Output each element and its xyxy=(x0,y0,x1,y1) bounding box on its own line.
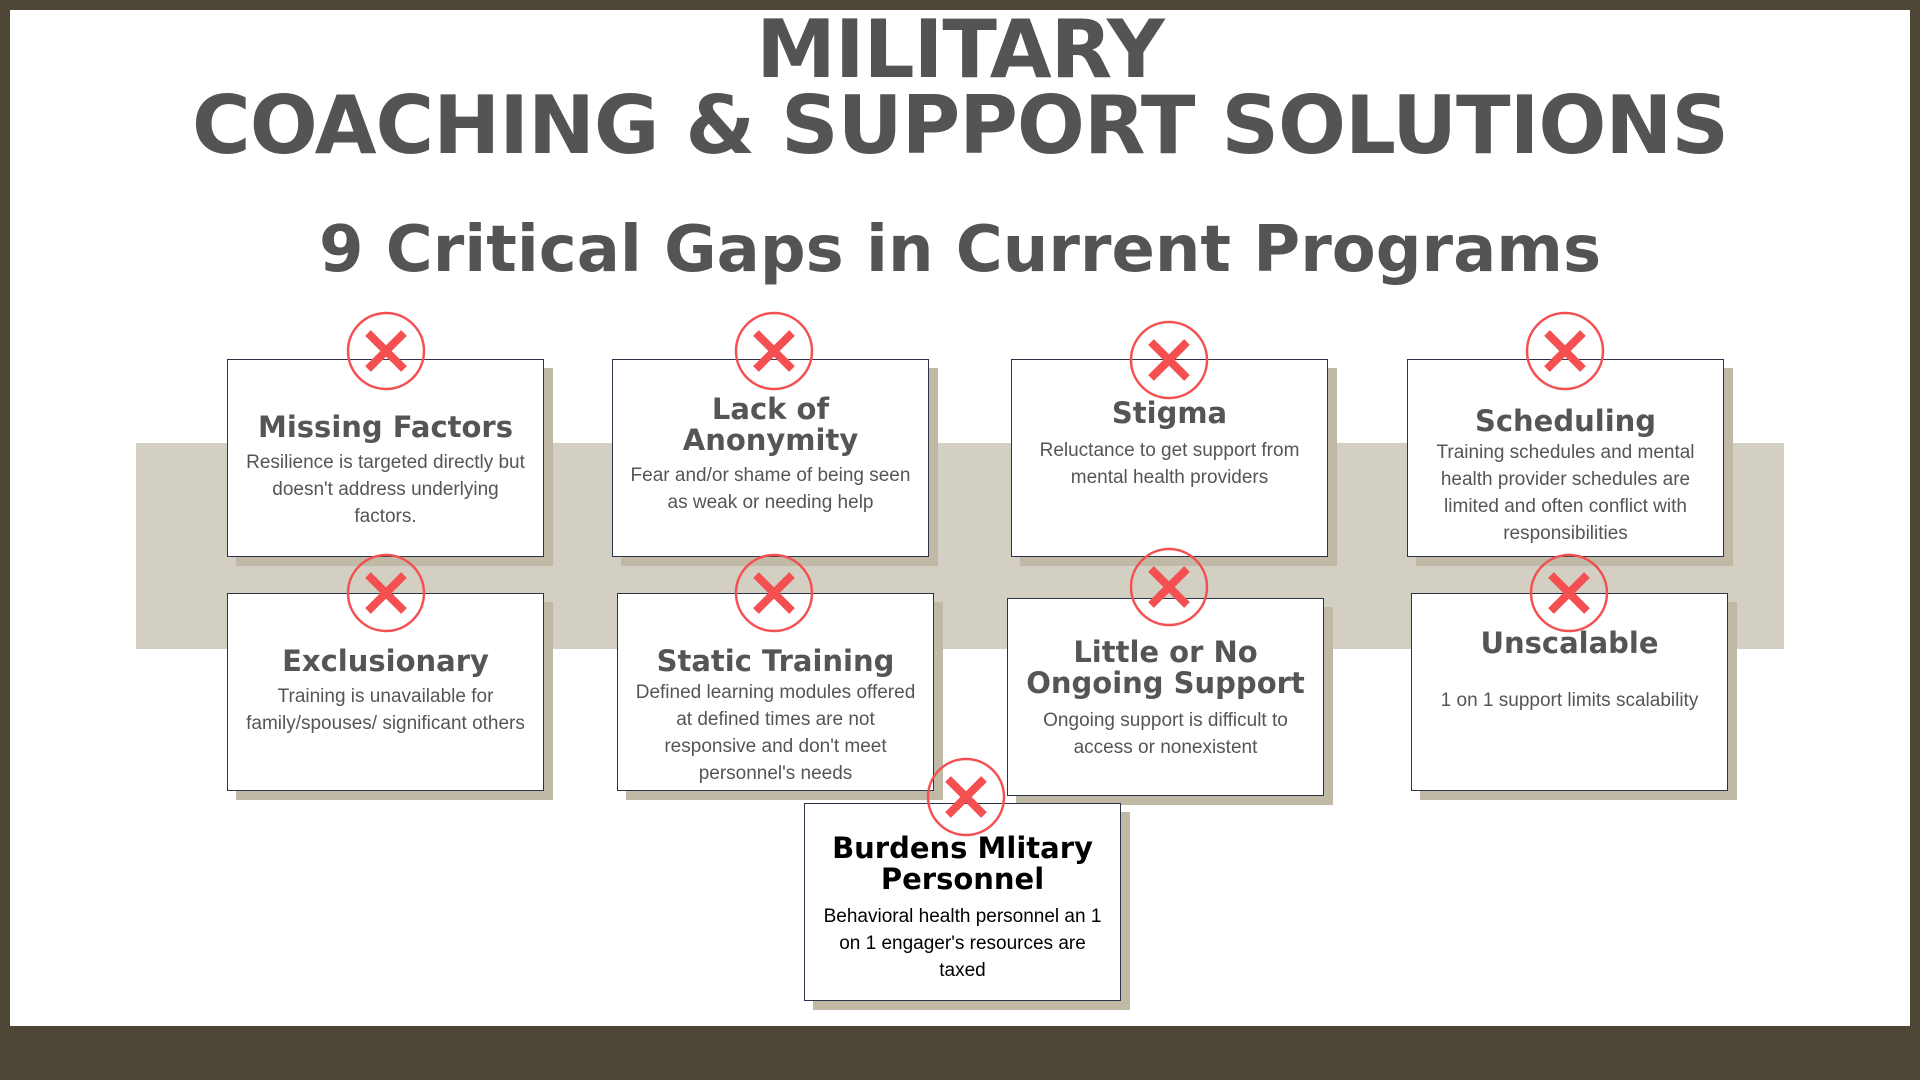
gap-title: Scheduling xyxy=(1474,404,1657,438)
gap-card: Scheduling Training schedules and mental… xyxy=(1407,359,1724,557)
x-circle-icon xyxy=(346,311,426,391)
gap-card: Unscalable 1 on 1 support limits scalabi… xyxy=(1411,593,1728,791)
gap-description: Training schedules and mental health pro… xyxy=(1436,442,1695,544)
gap-description: Behavioral health personnel an 1 on 1 en… xyxy=(823,906,1102,981)
gap-description: Training is unavailable for family/spous… xyxy=(246,686,525,734)
gap-card: Exclusionary Training is unavailable for… xyxy=(227,593,544,791)
gap-title: Stigma xyxy=(1111,396,1228,430)
title-line-2: COACHING & SUPPORT SOLUTIONS xyxy=(192,79,1729,172)
gap-title: Unscalable xyxy=(1480,626,1659,660)
gap-card: Stigma Reluctance to get support from me… xyxy=(1011,359,1328,557)
gap-title: Burdens Mlitary Personnel xyxy=(832,831,1093,896)
x-circle-icon xyxy=(926,757,1006,837)
gap-title: Static Training xyxy=(656,644,895,678)
gap-title: Lack of Anonymity xyxy=(682,392,859,457)
subtitle: 9 Critical Gaps in Current Programs xyxy=(318,213,1602,287)
x-circle-icon xyxy=(734,311,814,391)
gap-card: Static Training Defined learning modules… xyxy=(617,593,934,791)
gap-description: Ongoing support is difficult to access o… xyxy=(1043,710,1288,758)
x-circle-icon xyxy=(1525,311,1605,391)
gap-title: Missing Factors xyxy=(258,410,513,444)
gap-title: Little or No Ongoing Support xyxy=(1026,635,1305,700)
x-circle-icon xyxy=(346,553,426,633)
title-line-1: MILITARY xyxy=(756,3,1165,96)
gap-card: Little or No Ongoing Support Ongoing sup… xyxy=(1007,598,1324,796)
gap-description: Fear and/or shame of being seen as weak … xyxy=(630,465,911,513)
x-circle-icon xyxy=(1129,547,1209,627)
gap-description: 1 on 1 support limits scalability xyxy=(1440,690,1699,711)
gap-title: Exclusionary xyxy=(282,644,489,678)
gap-description: Defined learning modules offered at defi… xyxy=(635,682,916,784)
gap-card: Lack of Anonymity Fear and/or shame of b… xyxy=(612,359,929,557)
x-circle-icon xyxy=(1529,553,1609,633)
x-circle-icon xyxy=(734,553,814,633)
gap-card: Missing Factors Resilience is targeted d… xyxy=(227,359,544,557)
x-circle-icon xyxy=(1129,320,1209,400)
gap-description: Resilience is targeted directly but does… xyxy=(246,452,525,527)
gap-description: Reluctance to get support from mental he… xyxy=(1039,440,1300,488)
